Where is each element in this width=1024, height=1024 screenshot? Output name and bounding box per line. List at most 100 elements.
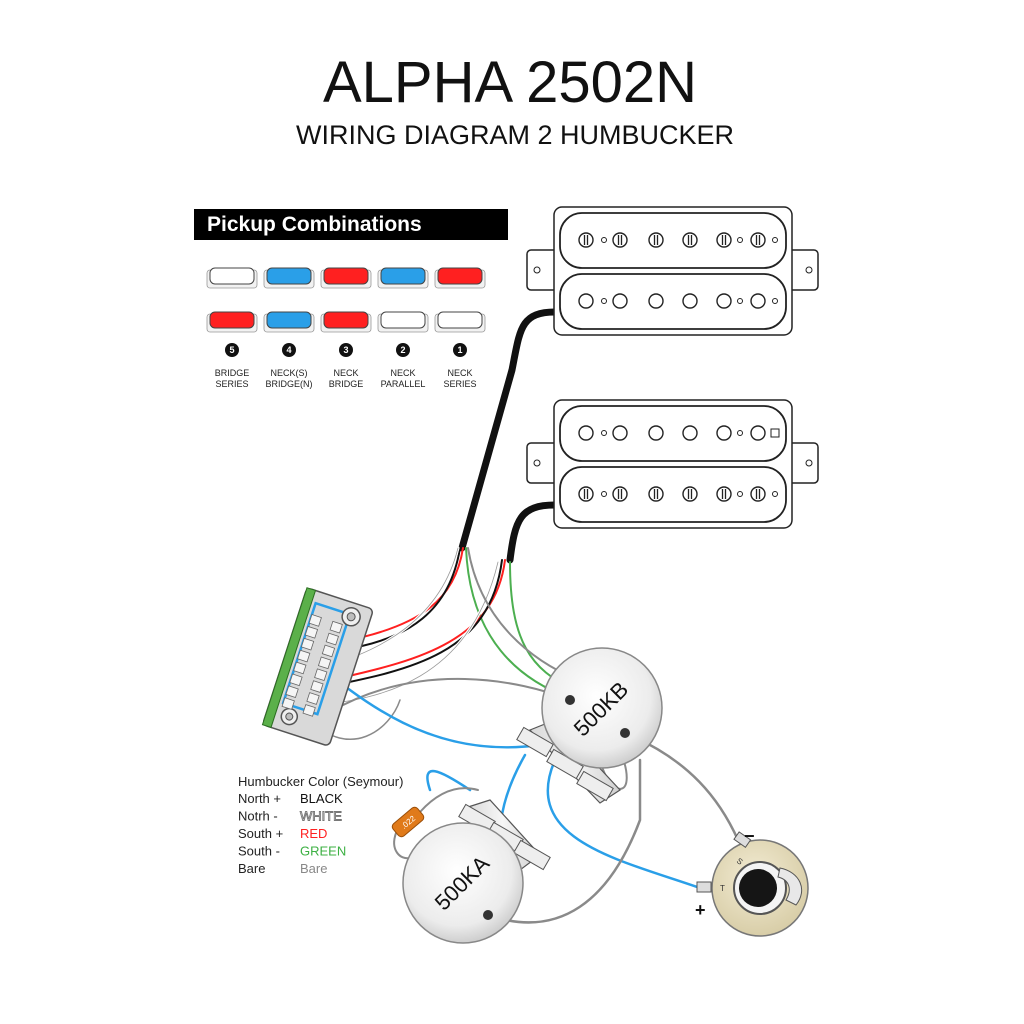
bridge-bottom-pole-5-icon bbox=[716, 486, 732, 502]
combo-1-number-badge bbox=[453, 343, 467, 357]
combo-2-label-line2: PARALLEL bbox=[381, 379, 426, 389]
combo-2-number-badge bbox=[396, 343, 410, 357]
bridge-bottom-pole-4-icon bbox=[682, 486, 698, 502]
combo-3-number-badge bbox=[339, 343, 353, 357]
volume-pot-lug-3 bbox=[576, 770, 614, 802]
combo-header-bar bbox=[194, 209, 508, 240]
combo-3-bottom-coil bbox=[323, 311, 369, 329]
neck-bottom-pole-5-icon bbox=[716, 293, 732, 309]
wire-tone-to-volume-ground bbox=[486, 758, 642, 924]
combo-header: Pickup Combinations bbox=[207, 213, 422, 236]
jack-sleeve-letter: S bbox=[735, 856, 745, 866]
jack-tip-lug bbox=[696, 881, 712, 893]
neck-humbucker bbox=[526, 206, 819, 336]
bridge-top-square-marker-icon bbox=[770, 428, 780, 438]
volume-pot-solder-point-a bbox=[565, 695, 575, 705]
volume-pot-body bbox=[541, 647, 663, 769]
neck-pickup-coil-top bbox=[559, 212, 787, 269]
switch-lug-right-5 bbox=[314, 668, 328, 682]
neck-bottom-pole-6-icon bbox=[750, 293, 766, 309]
bridge-bottom-small-dot-right-icon bbox=[737, 491, 743, 497]
combo-3-label-line2: BRIDGE bbox=[329, 379, 364, 389]
neck-top-small-dot-right-icon bbox=[737, 237, 743, 243]
combo-4-top-coil bbox=[266, 267, 312, 285]
volume-pot-solder-point-b bbox=[620, 728, 630, 738]
combo-3-label-line1: NECK bbox=[333, 368, 358, 378]
neck-bottom-pole-3-icon bbox=[648, 293, 664, 309]
combo-2-number: 2 bbox=[400, 345, 405, 355]
bridge-top-pole-3-icon bbox=[648, 425, 664, 441]
wiring bbox=[298, 308, 740, 924]
legend-row-5-name: Bare bbox=[238, 861, 265, 876]
combo-2-label-line1: NECK bbox=[390, 368, 415, 378]
wire-neck-black bbox=[339, 547, 461, 651]
volume-pot: 500KB bbox=[516, 647, 663, 804]
bridge-top-pole-1-icon bbox=[578, 425, 594, 441]
bridge-bottom-small-dot-left-icon bbox=[601, 491, 607, 497]
wire-volume-ground-loop bbox=[599, 749, 628, 790]
humbucker-color-legend: Humbucker Color (Seymour) North +BLACKNo… bbox=[238, 774, 403, 876]
bridge-top-pole-4-icon bbox=[682, 425, 698, 441]
switch-lug-right-8 bbox=[302, 704, 316, 717]
switch-lug-right-4 bbox=[317, 656, 332, 670]
combo-5-bottom-coil bbox=[209, 311, 255, 329]
legend-row-4-value: GREEN bbox=[300, 844, 346, 859]
switch-lug-left-2 bbox=[304, 625, 319, 639]
jack-tip-spring bbox=[777, 867, 802, 906]
combo-4-label-line2: BRIDGE(N) bbox=[266, 379, 313, 389]
five-way-switch bbox=[261, 587, 373, 746]
switch-lug-right-7 bbox=[306, 692, 320, 705]
wire-tone-lug-blue bbox=[426, 770, 472, 792]
combo-4-label-line1: NECK(S) bbox=[270, 368, 307, 378]
combo-2-top-coil bbox=[380, 267, 426, 285]
switch-lug-left-6 bbox=[289, 673, 303, 687]
bridge-mount-screw-left-icon bbox=[533, 459, 541, 467]
page-title: ALPHA 2502N bbox=[323, 50, 697, 115]
legend-row-3-value: RED bbox=[300, 826, 327, 841]
neck-top-pole-3-icon bbox=[648, 232, 664, 248]
combo-5-top-coil bbox=[209, 267, 255, 285]
combo-5-number: 5 bbox=[229, 345, 234, 355]
neck-bottom-pole-4-icon bbox=[682, 293, 698, 309]
legend-row-3-name: South + bbox=[238, 826, 283, 841]
bridge-bottom-pole-6-icon bbox=[750, 486, 766, 502]
combo-4-number: 4 bbox=[286, 345, 291, 355]
bridge-top-pole-6-icon bbox=[750, 425, 766, 441]
neck-pickup-coil-bottom bbox=[559, 273, 787, 330]
neck-top-pole-4-icon bbox=[682, 232, 698, 248]
combo-2-bottom-coil bbox=[380, 311, 426, 329]
neck-bottom-small-dot-right-icon bbox=[737, 298, 743, 304]
switch-lug-left-7 bbox=[285, 685, 299, 699]
jack-socket-hole-icon bbox=[739, 869, 777, 907]
wire-capacitor-lead-a bbox=[419, 787, 479, 813]
combo-1-label-line1: NECK bbox=[447, 368, 472, 378]
tone-pot-lug-3 bbox=[513, 839, 551, 871]
switch-lug-left-1 bbox=[308, 614, 322, 627]
bridge-bottom-pole-1-icon bbox=[578, 486, 594, 502]
neck-top-pole-1-icon bbox=[578, 232, 594, 248]
bridge-pickup-cable bbox=[506, 501, 559, 564]
bridge-pickup-coil-bottom bbox=[559, 466, 787, 523]
wire-bridge-black bbox=[319, 559, 503, 689]
bridge-mount-screw-right-icon bbox=[805, 459, 813, 467]
jack-plus-sign: + bbox=[695, 900, 706, 920]
neck-bottom-small-dot-left-icon bbox=[601, 298, 607, 304]
combo-1-label-line2: SERIES bbox=[443, 379, 476, 389]
legend-row-4-name: South - bbox=[238, 844, 280, 859]
legend-row-2-value: WHITE bbox=[300, 809, 342, 824]
bridge-bottom-end-dot-icon bbox=[772, 491, 778, 497]
combo-5-number-badge bbox=[225, 343, 239, 357]
neck-bottom-end-dot-icon bbox=[772, 298, 778, 304]
legend-row-1-name: North + bbox=[238, 791, 281, 806]
combo-grid: 5BRIDGESERIES4NECK(S)BRIDGE(N)3NECKBRIDG… bbox=[206, 267, 486, 389]
bridge-bottom-pole-2-icon bbox=[612, 486, 628, 502]
jack-sleeve-lug bbox=[733, 831, 752, 848]
neck-top-pole-2-icon bbox=[612, 232, 628, 248]
wire-volume-to-jack-tip-blue bbox=[546, 758, 702, 890]
neck-top-pole-5-icon bbox=[716, 232, 732, 248]
combo-1-number: 1 bbox=[457, 345, 462, 355]
